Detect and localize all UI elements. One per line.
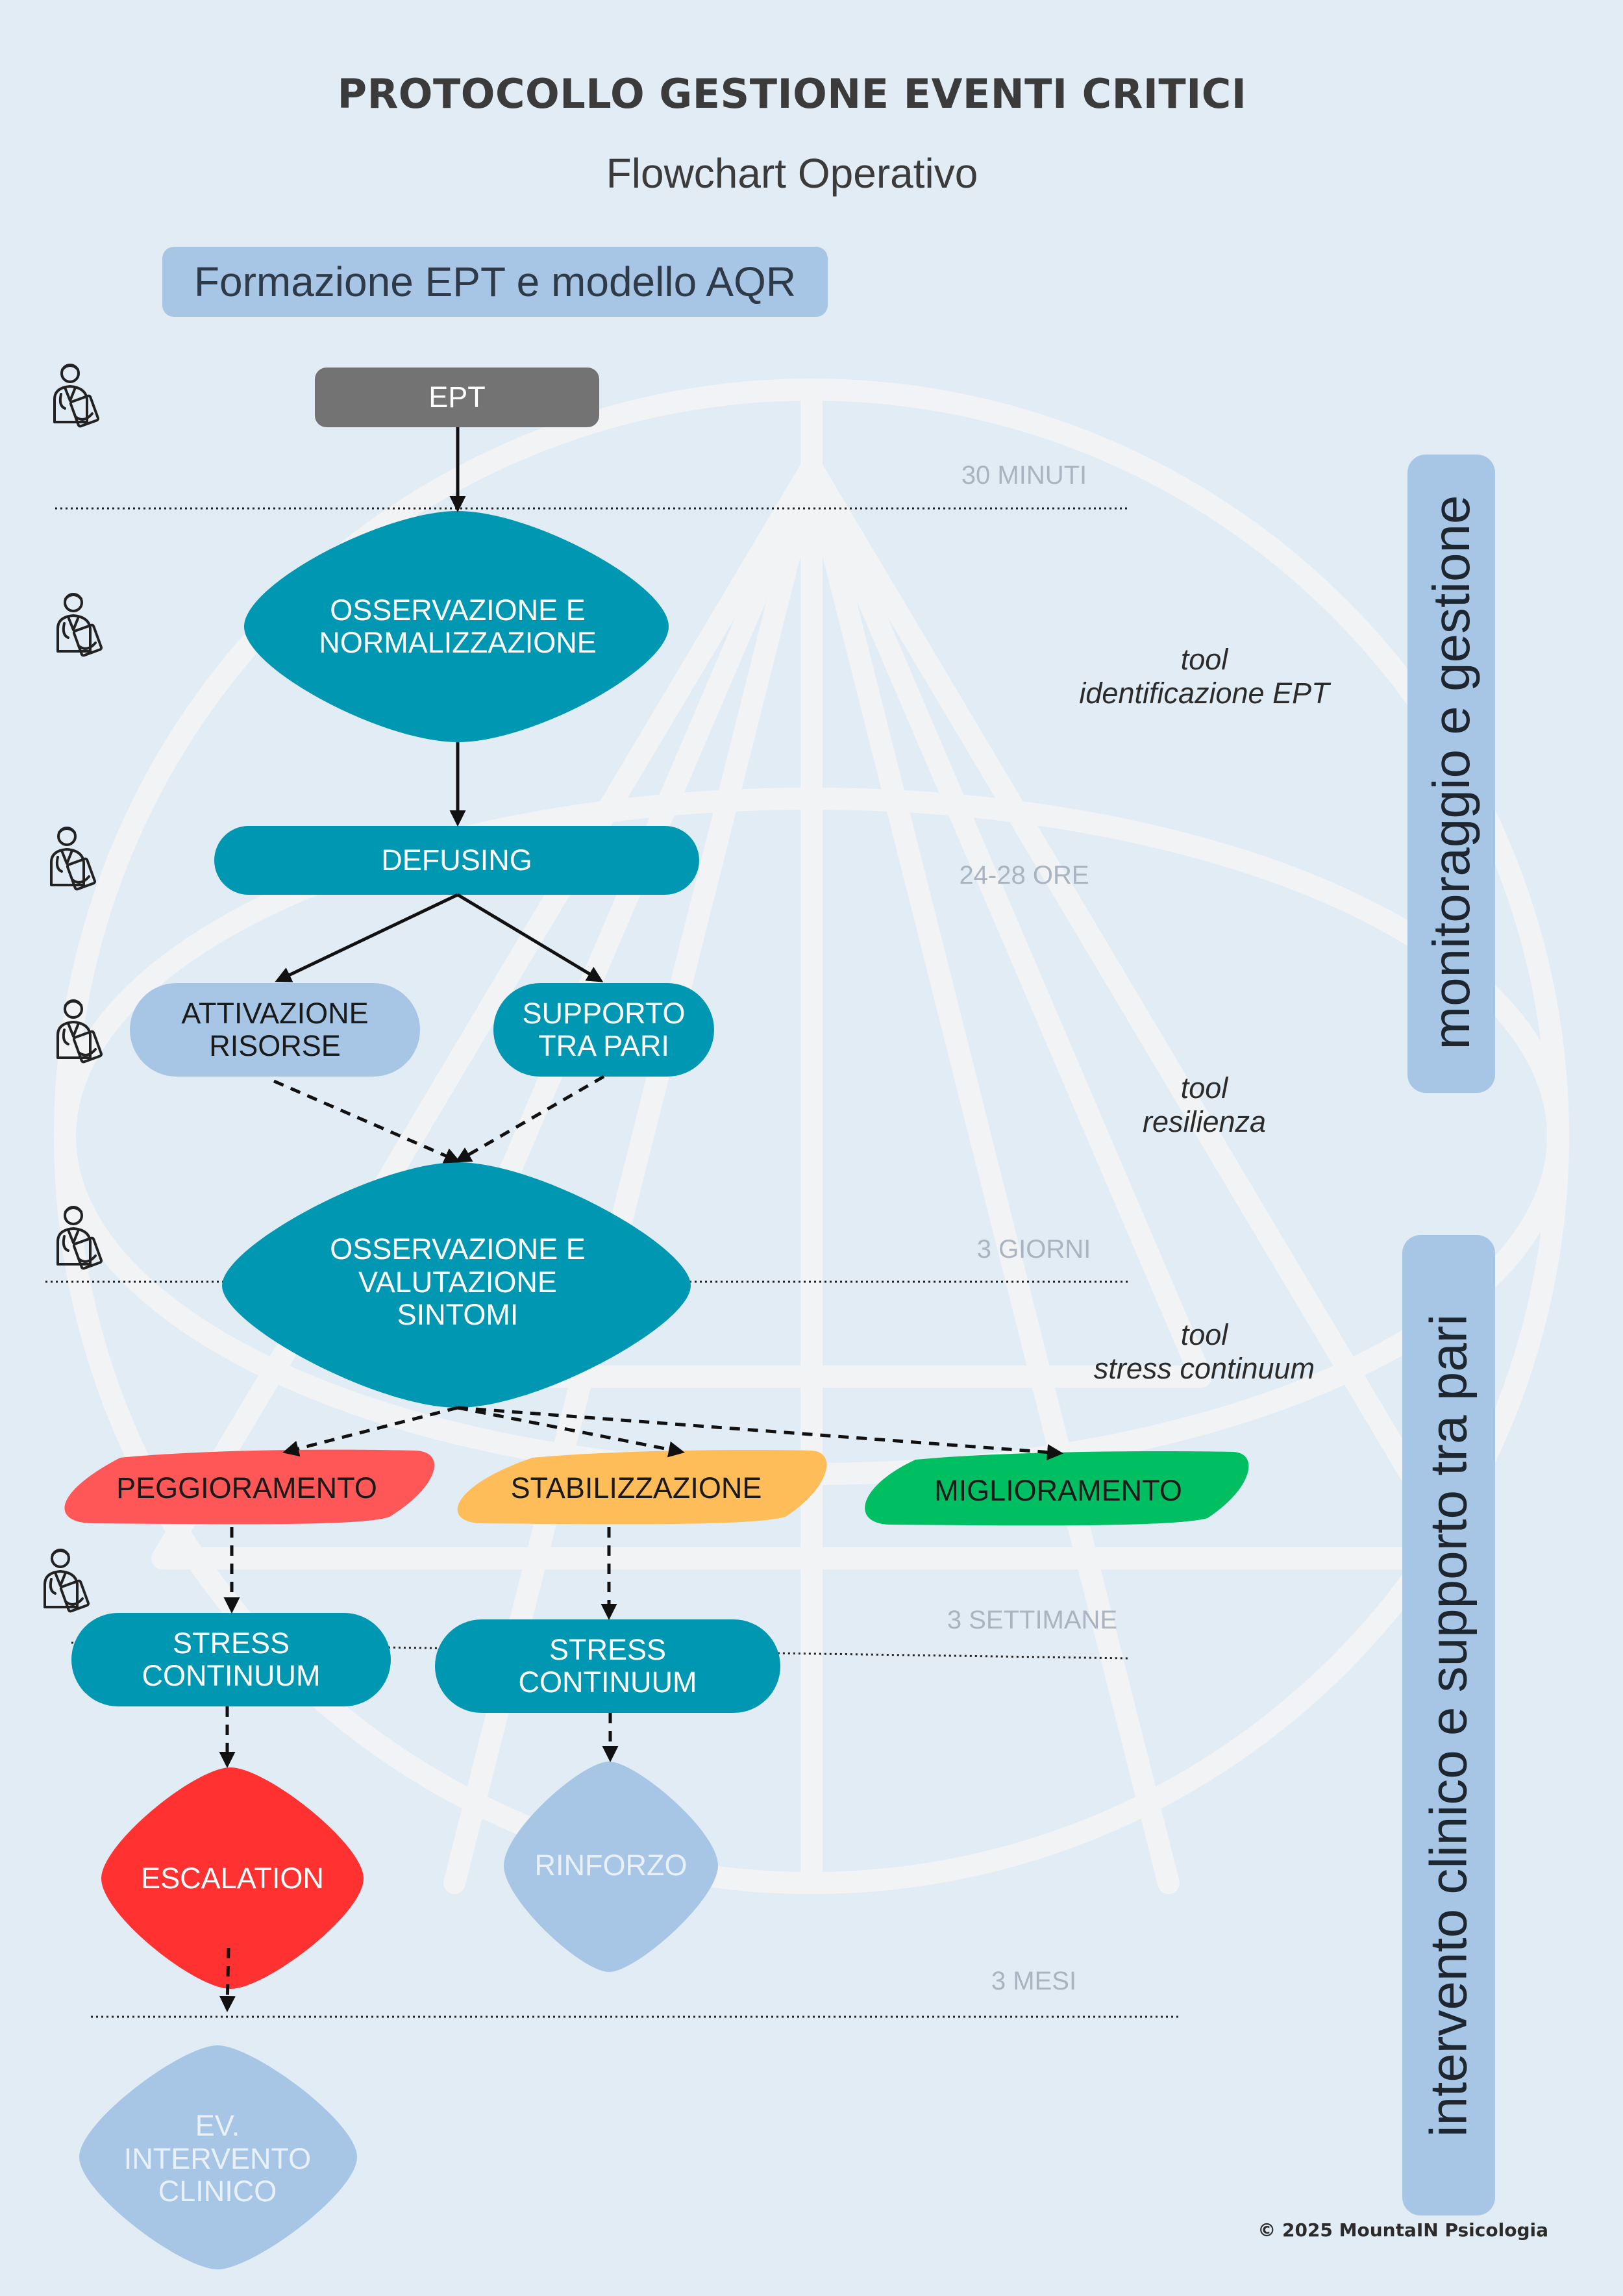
- arrow-defusing-to-attivazione: [275, 893, 459, 982]
- arrow-valutazione-to-miglioramento: [457, 1406, 1063, 1460]
- time-label-3-mesi: 3 MESI: [991, 1967, 1077, 1995]
- arrow-valutazione-to-stabilizzazione: [457, 1406, 685, 1458]
- tool-stress-continuum-label: tool stress continuum: [1093, 1318, 1315, 1385]
- osservazione-valutazione-shape: [222, 1162, 691, 1408]
- doctor-clipboard-icon: [49, 590, 107, 661]
- stress-continuum-left-box: [71, 1613, 391, 1706]
- attivazione-risorse-box: [130, 983, 420, 1077]
- copyright-text: © 2025 MountaIN Psicologia: [1258, 2219, 1548, 2241]
- rinforzo-label: RINFORZO: [534, 1848, 688, 1882]
- arrow-supporto-to-valutazione: [454, 1075, 605, 1163]
- page-title: PROTOCOLLO GESTIONE EVENTI CRITICI: [337, 70, 1247, 118]
- escalation-shape: [101, 1767, 364, 1989]
- tool-identificazione-label: tool identificazione EPT: [1079, 643, 1330, 710]
- doctor-clipboard-icon: [49, 1203, 107, 1274]
- side-panel-monitoraggio: [1407, 455, 1495, 1093]
- attivazione-risorse-label: ATTIVAZIONE RISORSE: [181, 996, 369, 1062]
- arrow-escalation-to-intervento: [219, 1947, 236, 2012]
- supporto-tra-pari-label: SUPPORTO TRA PARI: [522, 996, 686, 1062]
- rinforzo-shape: [504, 1762, 718, 1972]
- osservazione-normalizzazione-shape: [244, 511, 669, 742]
- stabilizzazione-shape: [457, 1450, 827, 1525]
- osservazione-normalizzazione-label: OSSERVAZIONE E NORMALIZZAZIONE: [319, 593, 597, 659]
- stress-continuum-right-label: STRESS CONTINUUM: [518, 1632, 697, 1699]
- side-panel-monitoraggio-label: monitoraggio e gestione: [1422, 495, 1480, 1050]
- arrow-attivazione-to-valutazione: [273, 1079, 461, 1164]
- arrow-valutazione-to-peggioramento: [282, 1406, 458, 1457]
- escalation-label: ESCALATION: [141, 1861, 324, 1895]
- peggioramento-shape: [64, 1449, 435, 1525]
- time-label-3-settimane: 3 SETTIMANE: [947, 1606, 1118, 1634]
- arrow-defusing-to-supporto: [456, 893, 604, 982]
- time-label-3-giorni: 3 GIORNI: [976, 1235, 1091, 1264]
- osservazione-valutazione-label: OSSERVAZIONE E VALUTAZIONE SINTOMI: [330, 1232, 586, 1332]
- stress-continuum-left-label: STRESS CONTINUUM: [142, 1626, 321, 1692]
- intervento-clinico-label: EV. INTERVENTO CLINICO: [123, 2109, 312, 2208]
- side-panel-intervento: [1402, 1235, 1495, 2215]
- miglioramento-label: MIGLIORAMENTO: [934, 1473, 1182, 1507]
- tool-resilienza-label: tool resilienza: [1142, 1071, 1267, 1138]
- stress-continuum-right-box: [435, 1619, 780, 1713]
- ept-box: [315, 368, 599, 427]
- doctor-clipboard-icon: [49, 996, 107, 1067]
- defusing-label: DEFUSING: [381, 843, 532, 877]
- time-label-30-minuti: 30 MINUTI: [961, 461, 1087, 490]
- side-panel-intervento-label: intervento clinico e supporto tra pari: [1419, 1314, 1477, 2138]
- defusing-box: [214, 826, 699, 895]
- page-subtitle: Flowchart Operativo: [606, 150, 978, 197]
- time-label-24-28-ore: 24-28 ORE: [959, 861, 1089, 890]
- ept-label: EPT: [428, 380, 486, 414]
- peggioramento-label: PEGGIORAMENTO: [116, 1471, 377, 1504]
- doctor-clipboard-icon: [42, 823, 101, 895]
- supporto-tra-pari-box: [493, 983, 714, 1077]
- doctor-clipboard-icon: [36, 1545, 94, 1617]
- training-pill: Formazione EPT e modello AQR: [162, 247, 828, 317]
- intervento-clinico-shape: [79, 2045, 357, 2269]
- miglioramento-shape: [865, 1451, 1249, 1526]
- stabilizzazione-label: STABILIZZAZIONE: [510, 1471, 762, 1504]
- doctor-clipboard-icon: [45, 360, 104, 432]
